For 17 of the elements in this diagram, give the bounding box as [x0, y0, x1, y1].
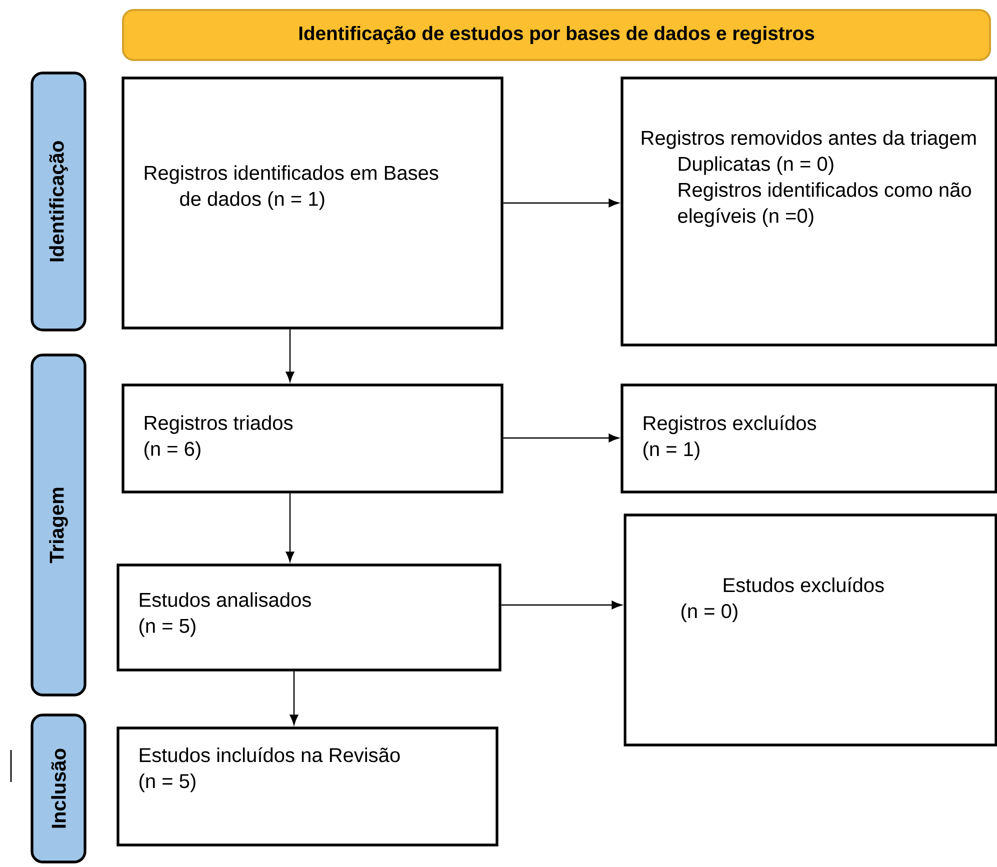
stage-label: Identificação: [30, 72, 86, 332]
process-box: Estudos excluídos (n = 0): [624, 514, 997, 746]
process-box: Registros excluídos (n = 1): [620, 384, 997, 494]
process-box: Registros triados (n = 6): [122, 384, 504, 494]
process-box: Estudos incluídos na Revisão (n = 5): [116, 726, 498, 846]
arrow: [290, 671, 298, 725]
arrow: [503, 434, 619, 442]
process-box: Estudos analisados (n = 5): [116, 564, 502, 672]
process-box: Registros identificados em Bases de dados (n = 1): [122, 76, 504, 330]
stage-label: Inclusão: [30, 714, 86, 864]
stage-label: Triagem: [30, 354, 86, 696]
arrow: [501, 600, 622, 610]
header-band: Identificação de estudos por bases de dados e registros: [122, 9, 991, 61]
process-box: Registros removidos antes da triagem Duplicatas (n = 0) Registros identificados como não elegíveis (n =0): [620, 76, 997, 346]
arrow: [286, 329, 294, 382]
arrow: [503, 198, 619, 208]
arrow: [286, 493, 294, 562]
